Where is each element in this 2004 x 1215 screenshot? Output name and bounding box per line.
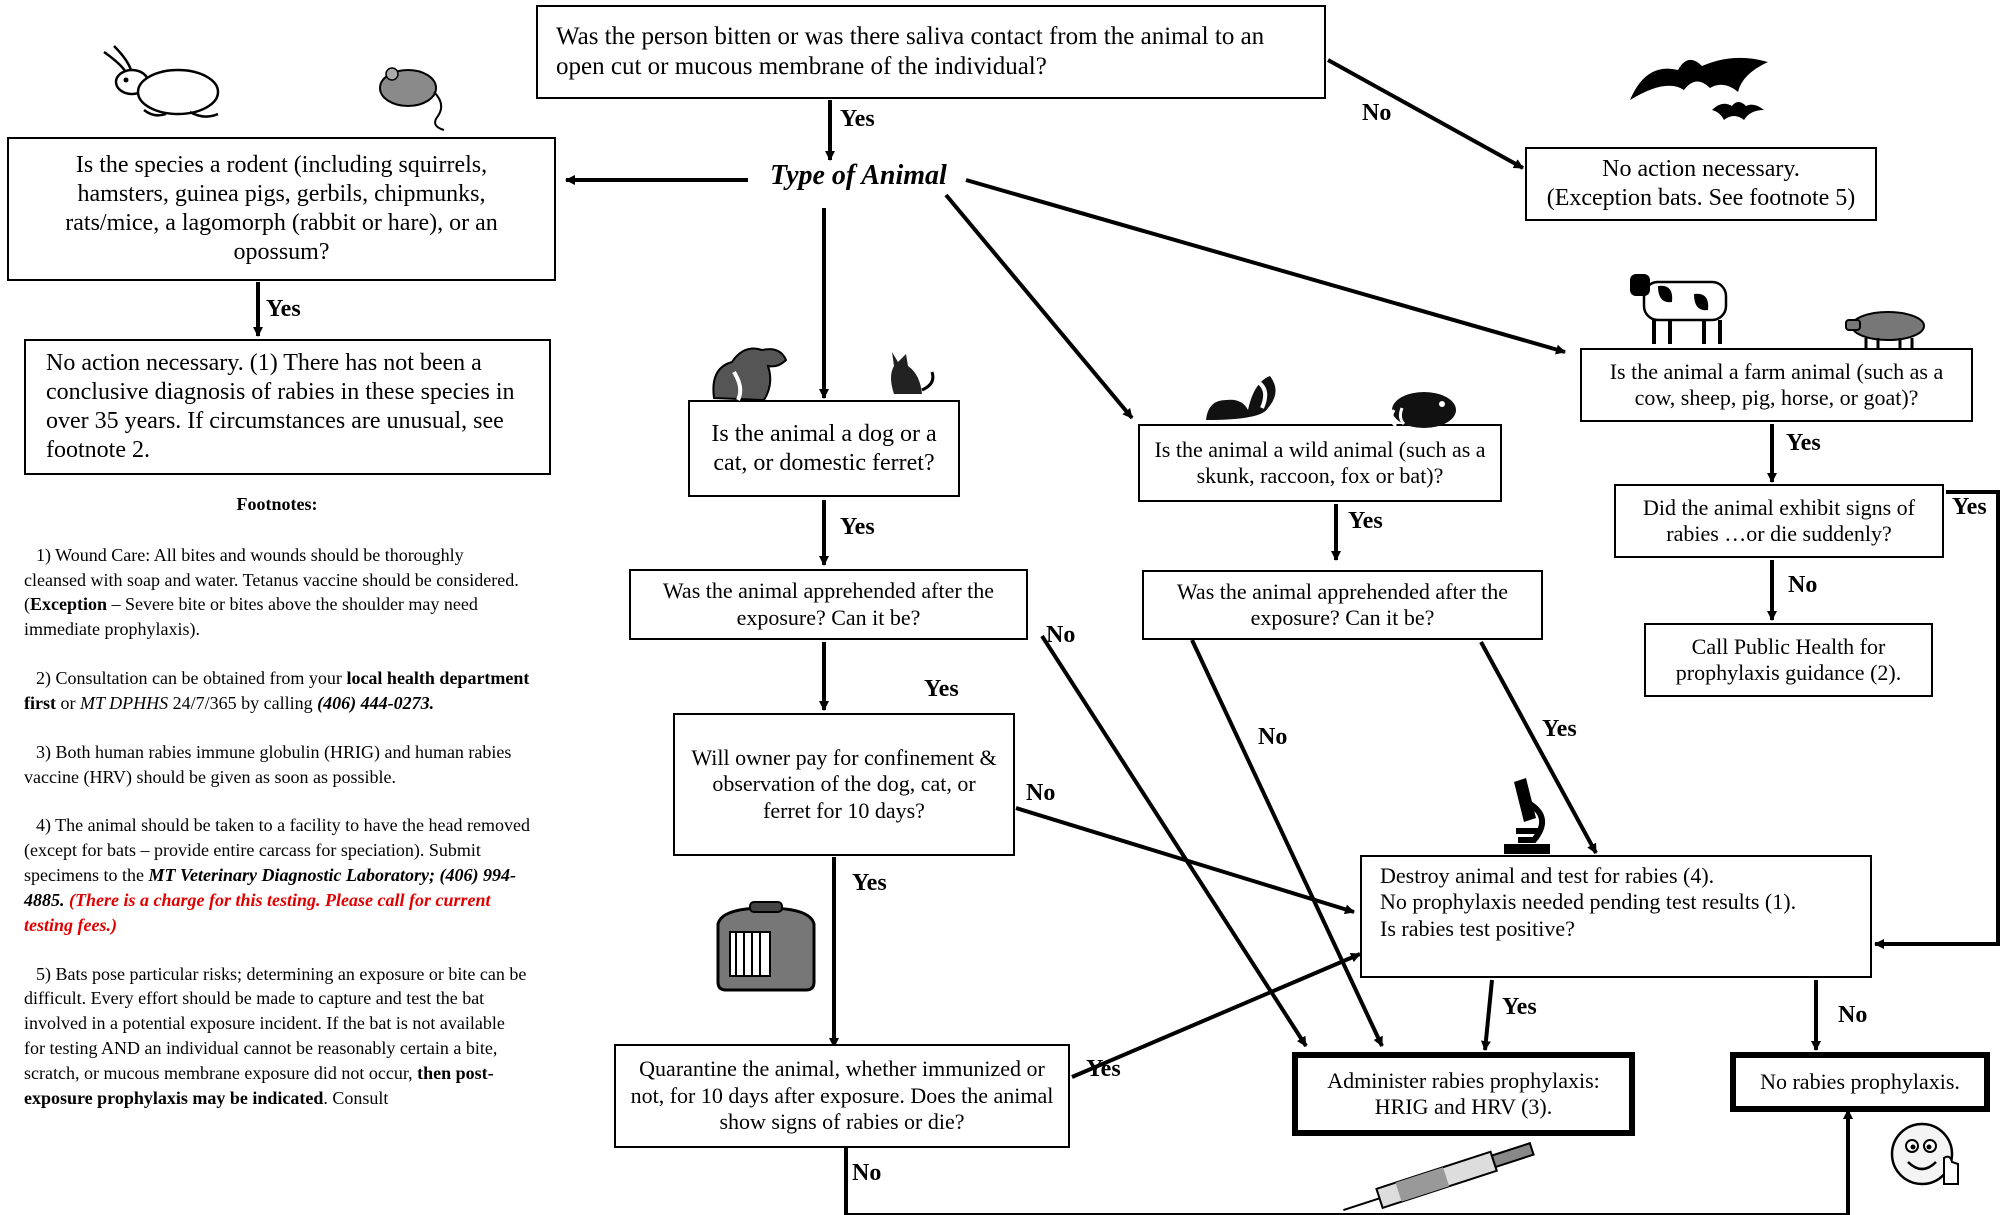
dog-icon	[712, 347, 788, 402]
footnote-2: 2) Consultation can be obtained from you…	[24, 668, 530, 713]
pet-carrier-icon	[716, 901, 816, 992]
no-action-bats-box: No action necessary. (Exception bats. Se…	[1525, 147, 1877, 221]
call-public-health-text: Call Public Health for prophylaxis guida…	[1675, 633, 1902, 685]
footnotes-title: Footnotes:	[236, 494, 318, 514]
destroy-test-line-3: Is rabies test positive?	[1380, 915, 1575, 941]
label-yes-wild: Yes	[1348, 508, 1383, 534]
label-yes-signs: Yes	[1952, 494, 1987, 520]
edge-type-to-farm	[965, 178, 1566, 355]
edge-quarantine-to-destroy	[1071, 952, 1361, 1079]
footnote-1: 1) Wound Care: All bites and wounds shou…	[24, 544, 519, 640]
destroy-test-line-1: Destroy animal and test for rabies (4).	[1380, 863, 1715, 888]
dog-cat-question-box: Is the animal a dog or a cat, or domesti…	[688, 400, 960, 497]
quarantine-text: Quarantine the animal, whether immunized…	[630, 1056, 1054, 1135]
wild-animal-question-box: Is the animal a wild animal (such as a s…	[1138, 424, 1502, 502]
footnote-4: 4) The animal should be taken to a facil…	[24, 815, 530, 935]
edge-wildapp-to-destroy	[1479, 641, 1598, 854]
call-public-health-box: Call Public Health for prophylaxis guida…	[1644, 623, 1933, 697]
no-rabies-prophylaxis-text: No rabies prophylaxis.	[1760, 1068, 1960, 1094]
dog-apprehended-box: Was the animal apprehended after the exp…	[629, 569, 1028, 640]
cat-icon	[891, 352, 935, 394]
label-no-destroy: No	[1838, 1002, 1868, 1028]
dog-apprehended-text: Was the animal apprehended after the exp…	[662, 578, 995, 630]
no-rabies-prophylaxis-box: No rabies prophylaxis.	[1730, 1052, 1990, 1112]
label-no-owner: No	[1026, 780, 1056, 806]
wild-apprehended-box: Was the animal apprehended after the exp…	[1142, 570, 1543, 640]
rabbit-icon	[103, 45, 220, 118]
label-no-bitten: No	[1362, 100, 1392, 126]
edge-signs-yes-to-destroy	[1874, 490, 2000, 949]
bat-icon	[1630, 57, 1768, 120]
wild-apprehended-text: Was the animal apprehended after the exp…	[1176, 578, 1509, 630]
farm-animal-question-box: Is the animal a farm animal (such as a c…	[1580, 348, 1973, 422]
footnotes: Footnotes: 1) Wound Care: All bites and …	[24, 492, 530, 1135]
edge-owner-to-destroy	[1015, 806, 1355, 915]
footnote-5: 5) Bats pose particular risks; determini…	[24, 963, 527, 1108]
quarantine-box: Quarantine the animal, whether immunized…	[614, 1044, 1070, 1148]
smiley-thumbs-up-icon	[1890, 1122, 1959, 1186]
label-no-wildapp: No	[1258, 724, 1288, 750]
edge-bitten-to-noaction	[1327, 58, 1524, 170]
microscope-icon	[1504, 778, 1550, 854]
syringe-icon	[1343, 1141, 1535, 1212]
wild-animal-question-text: Is the animal a wild animal (such as a s…	[1154, 436, 1486, 488]
farm-signs-question-box: Did the animal exhibit signs of rabies ……	[1614, 484, 1944, 558]
label-no-signs: No	[1788, 572, 1818, 598]
destroy-test-line-2: No prophylaxis needed pending test resul…	[1380, 889, 1797, 915]
bitten-question-text: Was the person bitten or was there saliv…	[556, 23, 1265, 80]
administer-prophylaxis-box: Administer rabies prophylaxis: HRIG and …	[1292, 1052, 1635, 1136]
label-yes-destroy: Yes	[1502, 994, 1537, 1020]
label-no-dogapp: No	[1046, 622, 1076, 648]
raccoon-icon	[1389, 392, 1456, 428]
edge-wildapp-to-administer	[1190, 639, 1384, 1047]
label-yes-quarantine: Yes	[1086, 1056, 1121, 1082]
farm-signs-question-text: Did the animal exhibit signs of rabies ……	[1643, 494, 1915, 546]
rodent-no-action-box: No action necessary. (1) There has not b…	[24, 339, 551, 475]
label-yes-farm: Yes	[1786, 430, 1821, 456]
rodent-question-text: Is the species a rodent (including squir…	[65, 152, 498, 265]
edge-quarantine-no-to-norabies	[844, 1109, 1853, 1215]
owner-pay-text: Will owner pay for confinement & observa…	[691, 744, 997, 823]
destroy-test-box: Destroy animal and test for rabies (4). …	[1360, 855, 1872, 978]
bats-exception-text: (Exception bats. See footnote 5)	[1546, 185, 1856, 211]
pig-icon	[1845, 311, 1925, 348]
label-yes-bitten: Yes	[840, 106, 875, 132]
label-yes-rodent: Yes	[266, 296, 301, 322]
edge-dogapp-to-administer	[1040, 634, 1308, 1048]
label-yes-dogapp: Yes	[924, 676, 959, 702]
no-action-text: No action necessary.	[1602, 156, 1800, 183]
farm-animal-question-text: Is the animal a farm animal (such as a c…	[1609, 358, 1944, 410]
skunk-icon	[1206, 376, 1276, 420]
administer-prophylaxis-text: Administer rabies prophylaxis: HRIG and …	[1327, 1067, 1600, 1119]
owner-pay-box: Will owner pay for confinement & observa…	[673, 713, 1015, 856]
rodent-question-box: Is the species a rodent (including squir…	[7, 137, 556, 281]
bitten-question-box: Was the person bitten or was there saliv…	[536, 5, 1326, 99]
cow-icon	[1630, 274, 1728, 344]
edge-destroy-to-administer	[1480, 979, 1494, 1051]
label-yes-owner: Yes	[852, 870, 887, 896]
label-no-quarantine: No	[852, 1160, 882, 1186]
label-yes-dog: Yes	[840, 514, 875, 540]
edge-type-to-wild	[944, 193, 1134, 420]
rodent-no-action-text: No action necessary. (1) There has not b…	[46, 350, 515, 463]
label-yes-wildapp: Yes	[1542, 716, 1577, 742]
mouse-icon	[379, 67, 445, 131]
footnote-3: 3) Both human rabies immune globulin (HR…	[24, 741, 512, 787]
dog-cat-question-text: Is the animal a dog or a cat, or domesti…	[711, 420, 937, 476]
type-of-animal-hub: Type of Animal	[770, 160, 947, 191]
